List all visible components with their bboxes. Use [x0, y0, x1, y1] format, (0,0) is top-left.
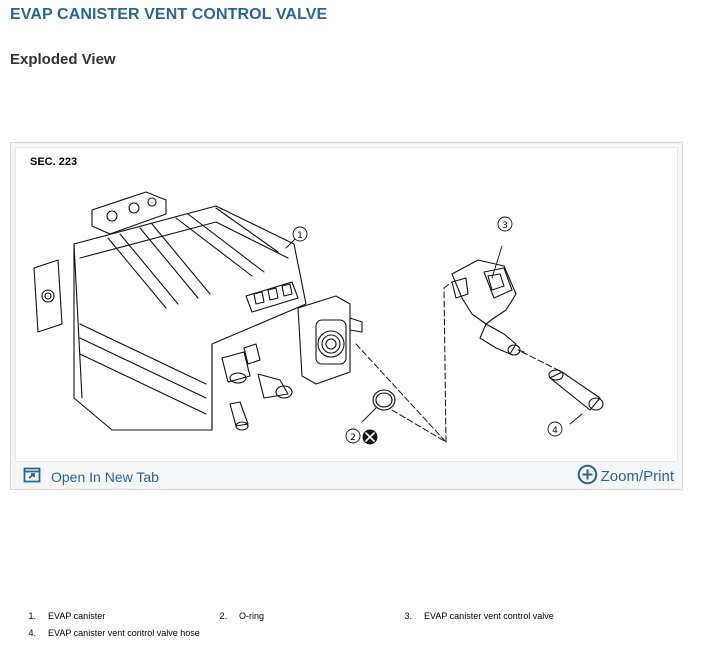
svg-text:1: 1 [297, 231, 303, 241]
vent-hose-drawing [548, 369, 604, 411]
open-in-new-tab-label: Open In New Tab [51, 468, 159, 485]
legend-number: 4. [28, 628, 36, 638]
callout-3: 3 [497, 216, 513, 232]
figure-image[interactable]: 1 2 3 4 SEC. 223 [15, 147, 678, 462]
zoom-print-label: Zoom/Print [600, 468, 674, 485]
legend-item: 2. O-ring [205, 611, 264, 621]
legend-label: EVAP canister vent control valve [424, 611, 554, 621]
callout-4: 4 [547, 421, 563, 437]
legend-item: 3. EVAP canister vent control valve [390, 611, 554, 621]
svg-text:2: 2 [350, 433, 356, 443]
legend-label: O-ring [239, 611, 265, 621]
zoom-print-link[interactable]: Zoom/Print [577, 464, 674, 489]
legend-number: 3. [404, 611, 412, 621]
legend-label: EVAP canister [48, 611, 106, 621]
o-ring-drawing [372, 389, 396, 411]
figure-toolbar: Open In New Tab Zoom/Print [11, 463, 682, 489]
page-title: EVAP CANISTER VENT CONTROL VALVE [10, 6, 328, 23]
figure-panel: 1 2 3 4 SEC. 223 [10, 142, 683, 490]
vent-control-valve-drawing [451, 259, 525, 356]
exploded-view-diagram: 1 2 3 4 [33, 191, 604, 445]
zoom-plus-icon [577, 464, 601, 489]
legend-label: EVAP canister vent control valve hose [48, 628, 200, 638]
callout-2: 2 [345, 428, 378, 445]
legend-item: 4. EVAP canister vent control valve hose [14, 628, 200, 638]
open-in-new-tab-link[interactable]: Open In New Tab [23, 467, 159, 486]
svg-text:4: 4 [552, 426, 558, 436]
evap-canister-drawing [33, 191, 363, 431]
callout-1: 1 [292, 226, 308, 242]
open-in-new-tab-icon [23, 467, 51, 486]
svg-text:3: 3 [502, 221, 508, 231]
legend-item: 1. EVAP canister [14, 611, 105, 621]
section-title: Exploded View [10, 51, 116, 68]
legend-number: 1. [28, 611, 36, 621]
section-code-label: SEC. 223 [30, 156, 78, 168]
legend-number: 2. [219, 611, 227, 621]
